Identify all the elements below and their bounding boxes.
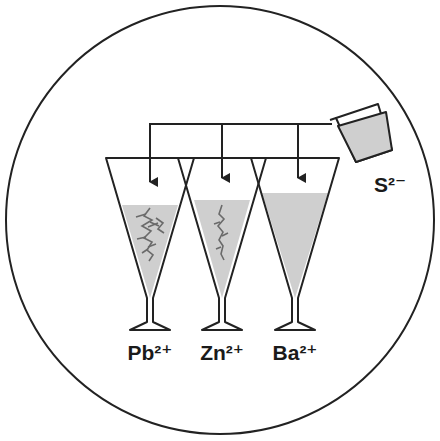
wine-glass [106,158,339,330]
frame-circle [6,6,434,434]
ion-label: S²⁻ [374,174,406,195]
liquid [122,205,178,298]
ion-label: Ba²⁺ [273,342,318,363]
precipitate [136,205,228,261]
ion-label: Pb²⁺ [128,342,173,363]
ion-label: Zn²⁺ [200,342,244,363]
liquid [194,200,250,298]
beaker [330,104,392,162]
pour-arrow [150,124,332,182]
liquid [262,193,328,298]
